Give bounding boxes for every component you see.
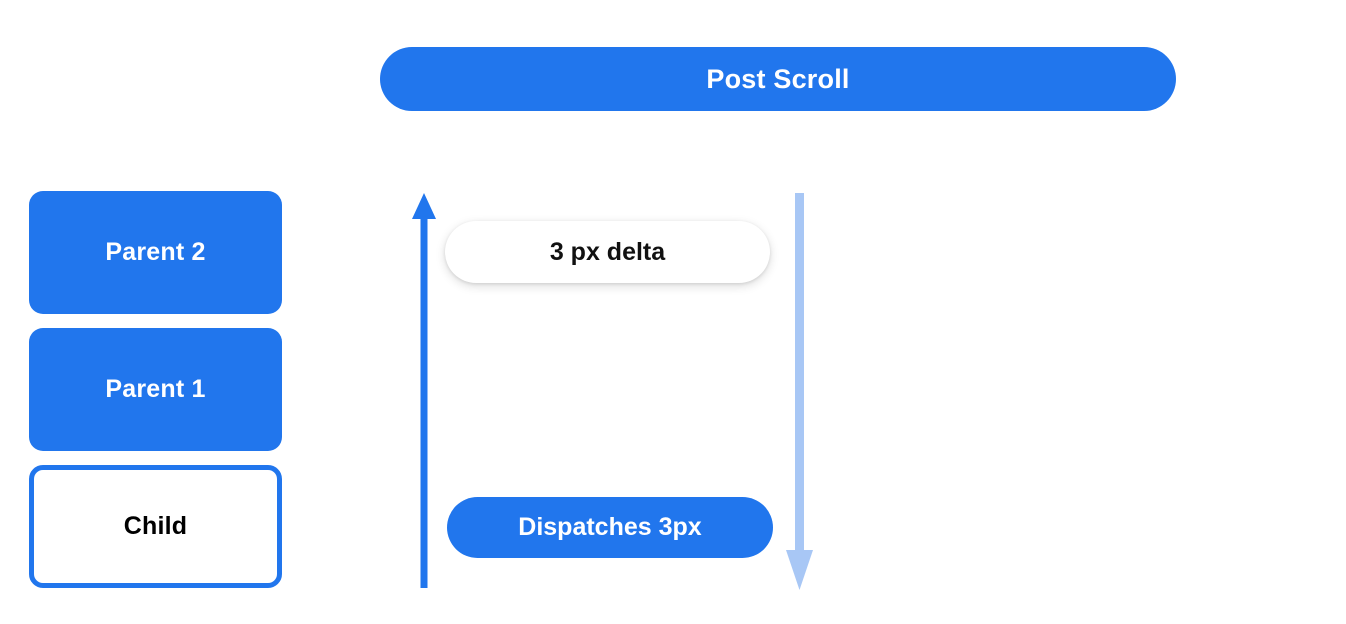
- node-box-child: Child: [29, 465, 282, 588]
- node-stack: Parent 2 Parent 1 Child: [29, 191, 282, 602]
- dispatch-annotation-pill: Dispatches 3px: [447, 497, 773, 558]
- delta-annotation-pill: 3 px delta: [445, 221, 770, 283]
- dispatch-annotation-label: Dispatches 3px: [518, 513, 702, 541]
- post-scroll-header-pill: Post Scroll: [380, 47, 1176, 111]
- delta-annotation-label: 3 px delta: [549, 237, 666, 266]
- scroll-propagation-up-arrow-icon: [412, 193, 436, 588]
- node-label-parent-1: Parent 1: [105, 375, 206, 403]
- node-label-child: Child: [123, 512, 188, 540]
- scroll-dispatch-down-arrow-icon: [786, 193, 813, 590]
- post-scroll-header-label: Post Scroll: [706, 63, 850, 94]
- node-label-parent-2: Parent 2: [105, 238, 206, 266]
- node-box-parent-1: Parent 1: [29, 328, 282, 451]
- node-box-parent-2: Parent 2: [29, 191, 282, 314]
